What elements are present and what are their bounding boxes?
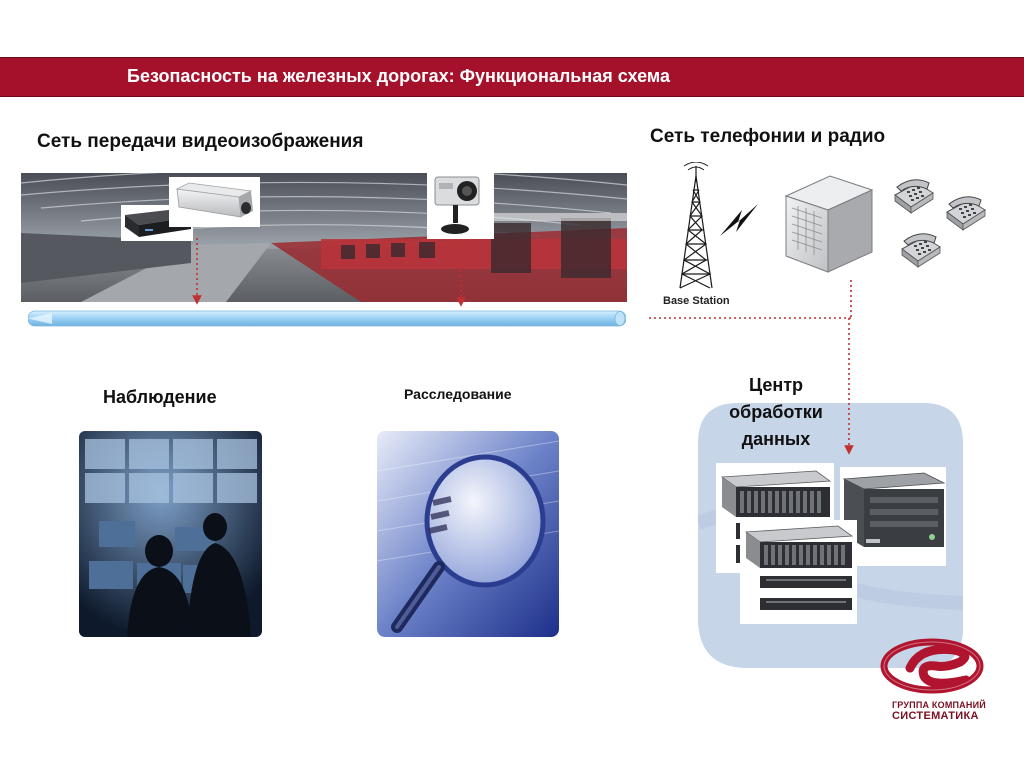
telephone-icon [946, 196, 986, 231]
lightning-icon [720, 204, 758, 236]
magnifier-icon [377, 431, 559, 637]
telephone-icon [901, 233, 941, 268]
surveillance-room-photo [79, 431, 262, 637]
company-logo [880, 638, 984, 694]
logo-caption-name: СИСТЕМАТИКА [892, 710, 979, 722]
data-center-heading: Центр обработки данных [729, 375, 823, 449]
telephone-icon [894, 179, 934, 214]
video-transport-channel [28, 310, 626, 327]
dome-camera-icon [427, 167, 494, 239]
storage-array-icon [740, 520, 857, 624]
title-bar: Безопасность на железных дорогах: Функци… [0, 57, 1024, 97]
box-camera-icon [169, 177, 260, 227]
railway-station-photo [21, 173, 627, 302]
radio-tower-icon [679, 162, 713, 289]
pbx-server-icon [784, 175, 874, 273]
telephony-heading: Сеть телефонии и радио [650, 126, 886, 147]
video-network-heading: Сеть передачи видеоизображения [37, 131, 364, 152]
base-station-label: Base Station [663, 295, 730, 307]
investigation-heading: Расследование [404, 386, 512, 402]
logo-caption-group: ГРУППА КОМПАНИЙ [892, 700, 986, 710]
observation-heading: Наблюдение [103, 387, 217, 407]
page-title: Безопасность на железных дорогах: Функци… [127, 66, 670, 86]
